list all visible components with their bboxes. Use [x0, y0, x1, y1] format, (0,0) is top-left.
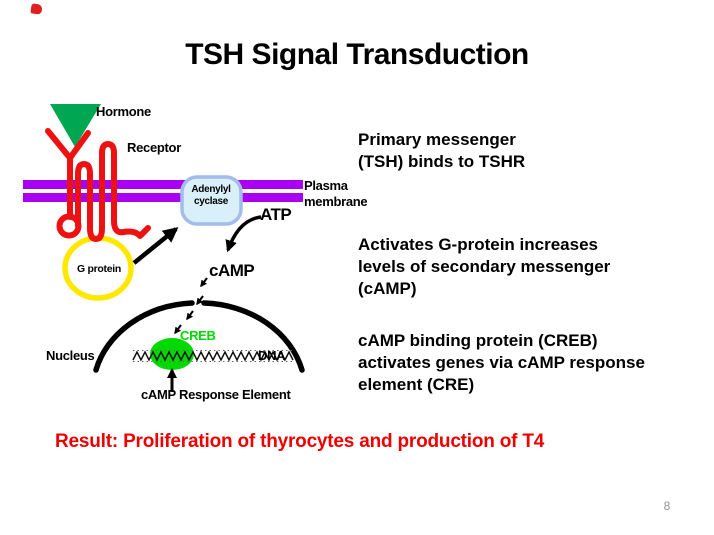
cre-label: cAMP Response Element	[141, 387, 291, 402]
camp-label: cAMP	[209, 261, 255, 280]
annotation-g-protein: Activates G-protein increases levels of …	[358, 235, 611, 298]
annotation-primary-messenger: Primary messenger (TSH) binds to TSHR	[358, 130, 526, 171]
receptor-label: Receptor	[127, 140, 181, 155]
membrane-bar-top	[23, 180, 303, 189]
g-protein-label: G protein	[77, 263, 121, 275]
creb-label: CREB	[180, 328, 216, 343]
annotation-creb: cAMP binding protein (CREB) activates ge…	[358, 331, 645, 394]
hormone-triangle-icon	[50, 104, 101, 147]
nucleus-label: Nucleus	[46, 348, 95, 363]
nucleus-arc-right	[201, 300, 305, 373]
page-number: 8	[663, 499, 671, 513]
slide-title: TSH Signal Transduction	[185, 38, 529, 71]
receptor-squiggle	[45, 128, 151, 242]
hormone-label: Hormone	[96, 104, 151, 119]
camp-dash-arrow	[186, 310, 194, 321]
nucleus-arc-left	[93, 300, 195, 373]
receptor-loop	[56, 213, 82, 239]
camp-dash-arrow	[196, 295, 204, 306]
plasma-membrane-label: Plasma membrane	[304, 178, 368, 209]
membrane-bar-bottom	[23, 193, 303, 202]
adenylyl-cyclase-label: Adenylyl cyclase	[191, 184, 231, 207]
dna-label: DNA	[258, 348, 286, 363]
gprotein-to-cyclase-arrow	[132, 227, 179, 265]
atp-to-camp-arrow	[225, 215, 262, 253]
camp-dash-arrow	[200, 277, 208, 288]
adenylyl-cyclase-box	[180, 175, 243, 226]
result-text: Result: Proliferation of thyrocytes and …	[55, 431, 545, 452]
atp-label: ATP	[260, 205, 292, 224]
dna-zigzag	[132, 350, 294, 362]
camp-dash-arrow	[174, 324, 182, 335]
